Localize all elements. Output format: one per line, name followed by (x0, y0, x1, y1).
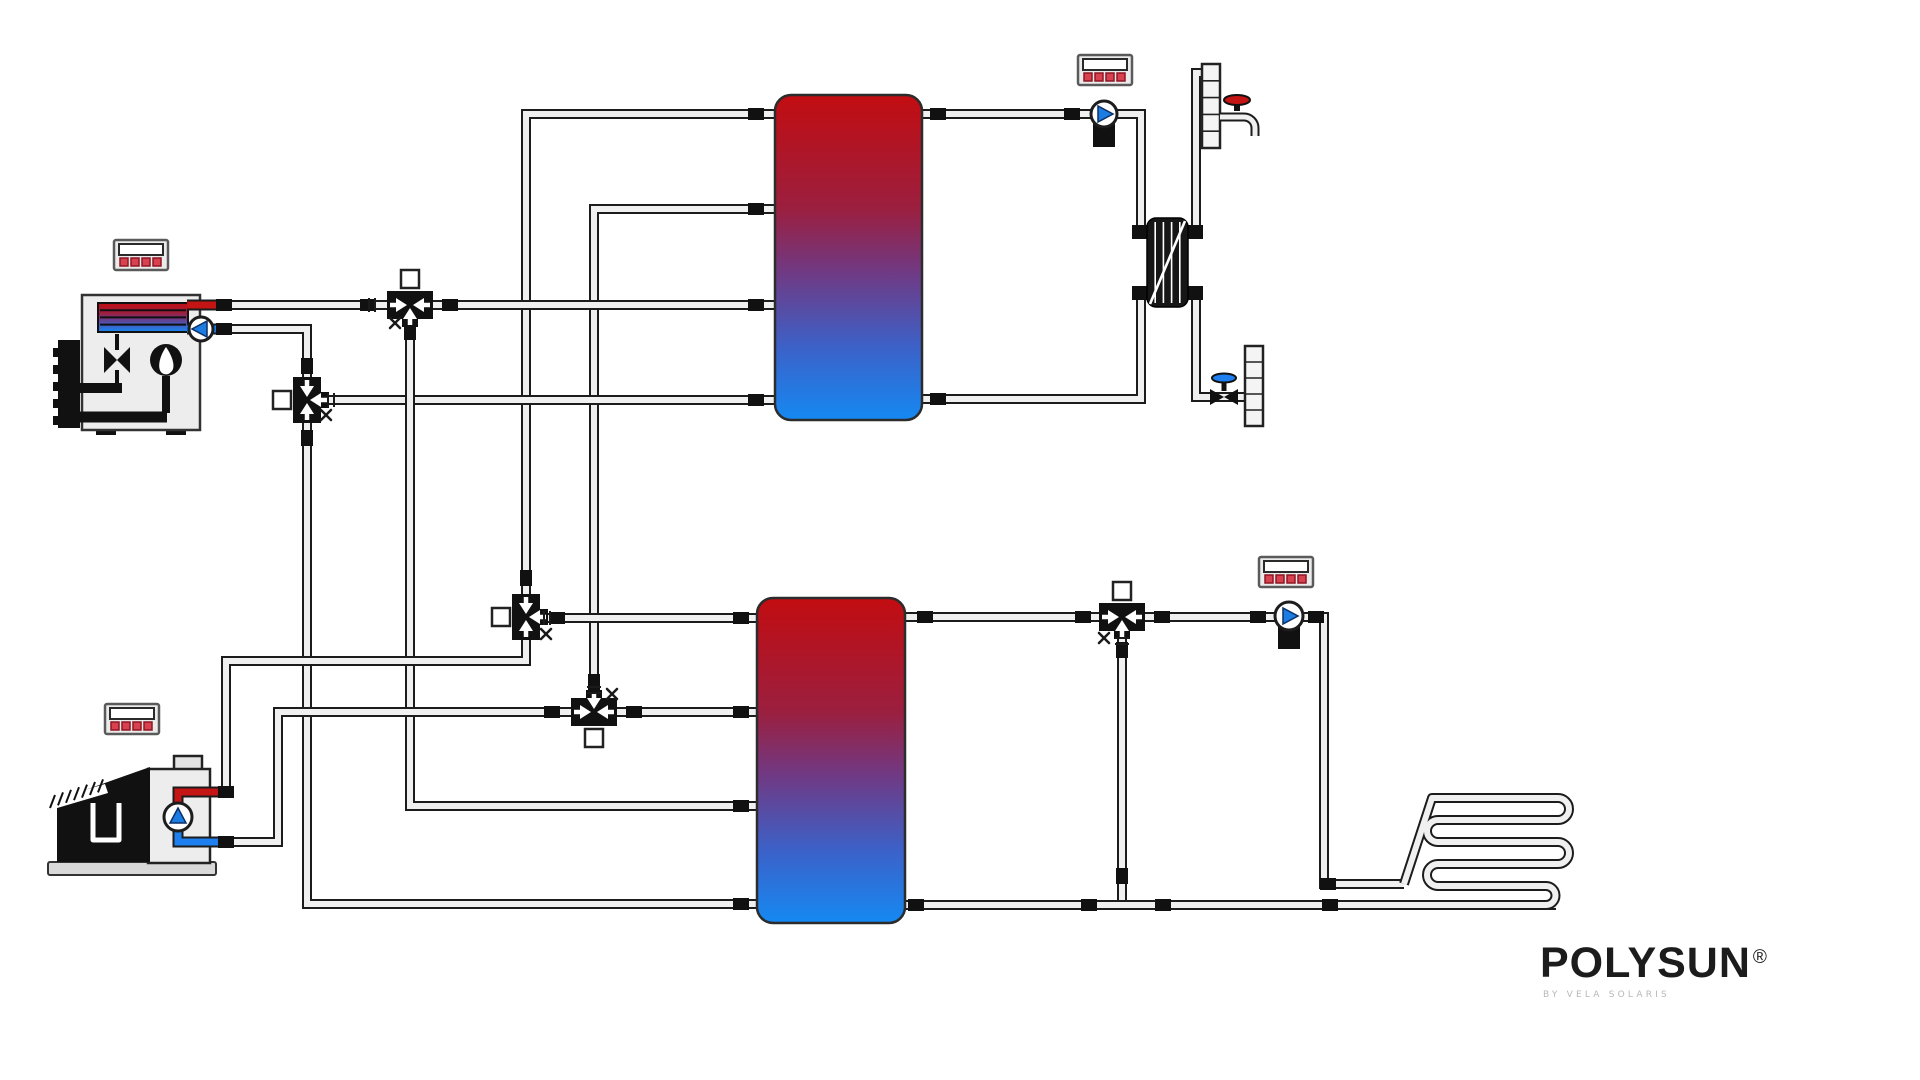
controller-button[interactable] (130, 257, 140, 267)
controller-button[interactable] (121, 721, 131, 731)
pipe-dhw-pump-to-hx[interactable] (1116, 109, 1146, 230)
pipe-valve2-to-tank2[interactable] (302, 421, 759, 909)
controller-button[interactable] (119, 257, 129, 267)
oil-gas-boiler[interactable] (53, 293, 202, 435)
controller-button[interactable] (1083, 72, 1093, 82)
pipe-wood-boiler-return[interactable] (226, 707, 573, 847)
dhw-pump[interactable] (1089, 99, 1119, 147)
hot-water-tap[interactable] (1200, 62, 1260, 150)
controller-button[interactable] (152, 257, 162, 267)
storage-tank-1[interactable] (773, 93, 924, 422)
wood-boiler-pump[interactable] (162, 801, 194, 833)
pump-direction-icon (190, 319, 208, 339)
controller-button[interactable] (1275, 574, 1285, 584)
controller-button[interactable] (1297, 574, 1307, 584)
controller-button[interactable] (1264, 574, 1274, 584)
registered-mark-icon: ® (1752, 947, 1768, 968)
three-way-valve-floor-heating[interactable] (1097, 580, 1145, 645)
storage-tank-2[interactable] (755, 596, 907, 925)
controller-button[interactable] (1286, 574, 1296, 584)
controller-display (109, 707, 155, 720)
valve-actuator (583, 727, 605, 749)
controller-button[interactable] (1094, 72, 1104, 82)
cold-water-supply[interactable] (1210, 344, 1265, 428)
controller-display (1263, 560, 1309, 573)
valve-actuator (399, 268, 421, 290)
heating-controller-3[interactable] (1076, 53, 1134, 87)
logo-subtitle: BY VELA SOLARIS (1543, 990, 1670, 1000)
pipe-pump-to-floor-supply[interactable] (1302, 612, 1404, 889)
controller-button[interactable] (132, 721, 142, 731)
heating-controller-2[interactable] (103, 702, 161, 736)
dhw-heat-exchanger[interactable] (1132, 217, 1203, 308)
valve-actuator (1111, 580, 1133, 602)
controller-display (118, 243, 164, 256)
controller-button[interactable] (1116, 72, 1126, 82)
heating-controller-1[interactable] (112, 238, 170, 272)
boiler-flue-icon (53, 340, 80, 428)
valve-actuator (490, 606, 512, 628)
pipe-hx-to-tank1-return[interactable] (920, 290, 1146, 404)
three-way-valve-boiler-return[interactable] (271, 377, 335, 423)
valve-actuator (271, 389, 293, 411)
controller-button[interactable] (110, 721, 120, 731)
controller-button[interactable] (1105, 72, 1115, 82)
pipe-boiler-return[interactable] (224, 324, 312, 379)
pipe-tank1-mid-to-valve4[interactable] (589, 204, 775, 700)
controller-button[interactable] (141, 257, 151, 267)
polysun-logo: POLYSUN® BY VELA SOLARIS (1540, 939, 1768, 1001)
floor-heating-pump[interactable] (1273, 600, 1305, 649)
controller-display (1082, 58, 1128, 71)
heating-controller-4[interactable] (1257, 555, 1315, 589)
boiler-pump[interactable] (187, 315, 215, 343)
pipe-tank1-top-to-valve3[interactable] (521, 109, 775, 597)
three-way-valve-wood-supply[interactable] (490, 594, 553, 641)
pipe-wood-boiler-supply[interactable] (221, 637, 531, 792)
logo-title: POLYSUN® (1540, 939, 1768, 987)
pipe-valve1-to-tank2[interactable] (405, 318, 759, 811)
pump-direction-icon (1097, 104, 1115, 124)
controller-button[interactable] (143, 721, 153, 731)
floor-heating-loop[interactable] (1399, 793, 1574, 910)
three-way-valve-wood-return[interactable] (571, 686, 619, 749)
pump-direction-icon (168, 806, 188, 824)
pump-direction-icon (1282, 606, 1300, 626)
wood-boiler-grate-icon (44, 779, 108, 811)
three-way-valve-boiler-supply[interactable] (368, 268, 433, 330)
